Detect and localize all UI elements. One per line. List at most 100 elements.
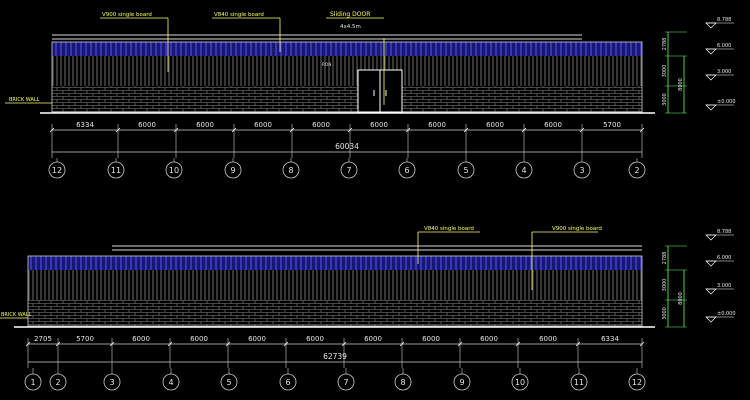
grid-bubble (337, 373, 355, 391)
level-label: 3.000 (717, 69, 731, 75)
grid-label: 2 (634, 166, 639, 175)
dimension-label: 6000 (312, 121, 330, 129)
dimension-label: 6000 (254, 121, 272, 129)
callout-v840: V840 single board (214, 12, 264, 18)
grid-label: 11 (111, 166, 121, 175)
grid-bubble (220, 373, 238, 391)
grid-bubble (628, 373, 646, 391)
grid-bubble (394, 373, 412, 391)
dimension-tick (341, 341, 347, 347)
callout-v900: V900 single board (552, 226, 602, 232)
grid-label: 5 (226, 378, 231, 387)
vertical-dimension-label: 2788 (662, 252, 668, 265)
grid-bubble (573, 161, 591, 179)
grid-label: 4 (521, 166, 526, 175)
dimension-tick (639, 341, 645, 347)
level-marker-icon (705, 104, 717, 111)
dimension-tick (579, 127, 585, 133)
grid-bubble (49, 373, 67, 391)
total-dimension-label: 62739 (323, 352, 347, 361)
level-marker-icon (705, 48, 717, 55)
grid-label: 5 (463, 166, 468, 175)
dimension-tick (639, 127, 645, 133)
bottom-blue-board (28, 256, 642, 270)
dimension-tick (49, 127, 55, 133)
grid-bubble (48, 161, 66, 179)
grid-bubble (282, 161, 300, 179)
dimension-label: 6334 (76, 121, 94, 129)
level-marker-icon (705, 74, 717, 81)
level-marker-icon (705, 260, 717, 267)
grid-label: 4 (168, 378, 173, 387)
dimension-tick (399, 341, 405, 347)
dimension-tick (55, 341, 61, 347)
grid-bubble (453, 373, 471, 391)
top-brick-wall (52, 86, 642, 112)
grid-label: 10 (169, 166, 179, 175)
dimension-tick (457, 341, 463, 347)
callout-door-size: 4x4.5m (340, 24, 361, 30)
small-label: P.ON (322, 62, 331, 67)
vertical-dimension-label: 3000 (662, 279, 668, 292)
level-label: 8.788 (717, 17, 731, 23)
dimension-tick (167, 341, 173, 347)
level-marker-icon (705, 316, 717, 323)
grid-bubble (107, 161, 125, 179)
level-marker-icon (705, 22, 717, 29)
dimension-label: 6000 (428, 121, 446, 129)
dimension-label: 6000 (190, 335, 208, 343)
vertical-dimension-label: 2788 (662, 38, 668, 51)
grid-label: 3 (109, 378, 114, 387)
dimension-label: 6334 (601, 335, 619, 343)
level-label: 6.000 (717, 255, 731, 261)
level-label: 6.000 (717, 43, 731, 49)
grid-label: 6 (404, 166, 409, 175)
grid-label: 12 (52, 166, 62, 175)
bottom-level-markers: 8.788 6.000 3.000 ±0.000 (705, 229, 736, 323)
grid-label: 6 (285, 378, 290, 387)
level-label: 8.788 (717, 229, 731, 235)
grid-bubble (398, 161, 416, 179)
grid-bubble (340, 161, 358, 179)
grid-label: 11 (574, 378, 584, 387)
dimension-label: 6000 (364, 335, 382, 343)
top-ribbed-wall (52, 56, 642, 86)
grid-label: 7 (343, 378, 348, 387)
vertical-dimension-label: 3000 (662, 93, 668, 106)
grid-bubble (515, 161, 533, 179)
dimension-tick (289, 127, 295, 133)
dimension-tick (521, 127, 527, 133)
dimension-tick (225, 341, 231, 347)
level-marker-icon (705, 288, 717, 295)
grid-label: 10 (515, 378, 525, 387)
level-label: 3.000 (717, 283, 731, 289)
level-label: ±0.000 (717, 311, 736, 317)
dimension-tick (173, 127, 179, 133)
grid-bubble (224, 161, 242, 179)
grid-bubble (457, 161, 475, 179)
top-blue-board (52, 42, 642, 56)
top-elevation: V900 single board V840 single board Slid… (5, 11, 736, 179)
grid-label: 9 (230, 166, 235, 175)
grid-bubble (24, 373, 42, 391)
dimension-label: 6000 (539, 335, 557, 343)
grid-label: 3 (579, 166, 584, 175)
bottom-elevation: V840 single board V900 single board BRIC… (0, 226, 736, 391)
grid-label: 8 (400, 378, 405, 387)
grid-label: 2 (55, 378, 60, 387)
dimension-label: 5700 (603, 121, 621, 129)
grid-bubble (511, 373, 529, 391)
grid-bubble (103, 373, 121, 391)
vertical-dimension-label: 3000 (662, 65, 668, 78)
dimension-tick (463, 127, 469, 133)
grid-bubble (162, 373, 180, 391)
callout-door-title: Sliding DOOR (330, 11, 370, 18)
grid-bubble (570, 373, 588, 391)
